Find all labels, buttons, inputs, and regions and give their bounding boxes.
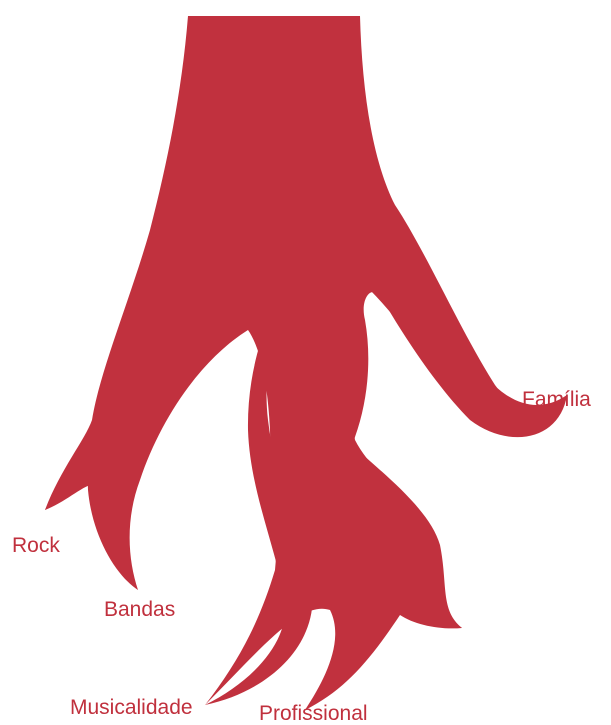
label-rock: Rock [12, 535, 60, 556]
label-bandas: Bandas [104, 599, 175, 620]
label-familia: Família [522, 389, 591, 410]
label-profissional: Profissional [259, 703, 368, 724]
label-musicalidade: Musicalidade [70, 697, 193, 718]
